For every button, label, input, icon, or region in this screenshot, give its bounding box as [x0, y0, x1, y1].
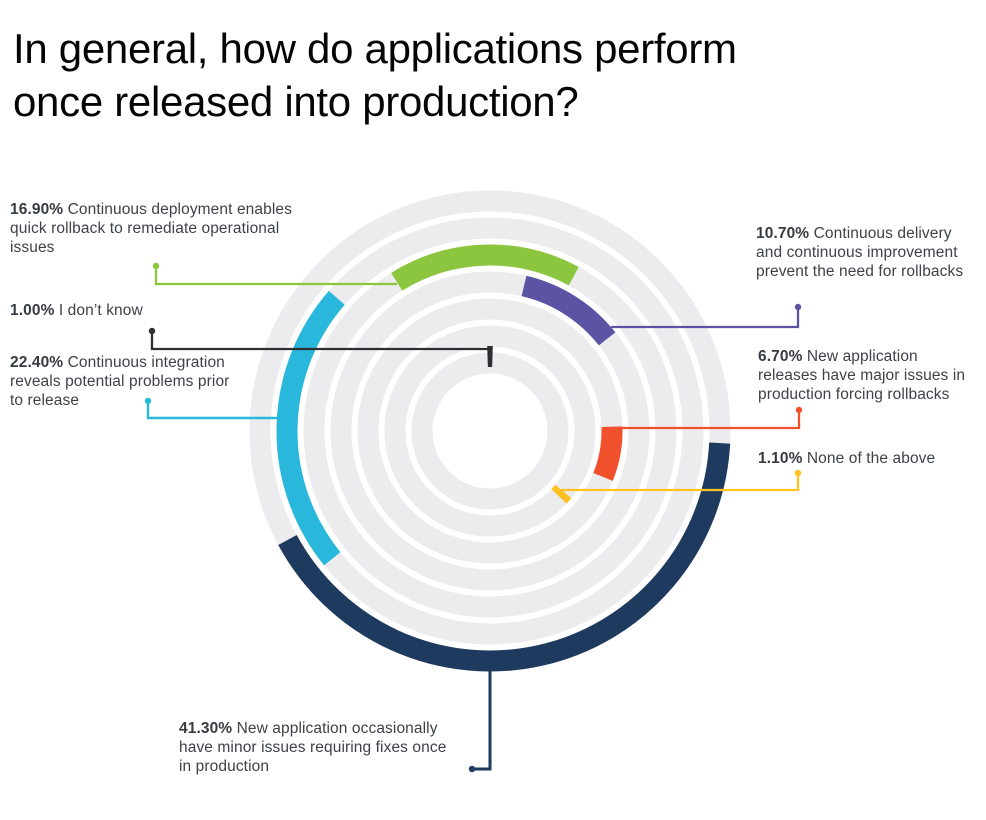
connector-continuous-deployment — [154, 266, 397, 286]
connector-dot-none-of-the-above — [794, 469, 802, 477]
connector-dot-major-issues-rollbacks — [795, 406, 803, 414]
connector-dot-minor-issues-fixes — [468, 765, 476, 773]
segment-arc-major-issues-rollbacks — [593, 426, 623, 481]
label-dont-know: 1.00% I don’t know — [10, 302, 143, 319]
pct-continuous-deployment: 16.90% — [10, 201, 64, 218]
connector-minor-issues-fixes — [472, 671, 492, 771]
segment-arc-continuous-delivery — [521, 275, 616, 346]
track-ring-5 — [384, 325, 596, 537]
pct-continuous-integration: 22.40% — [10, 354, 64, 371]
track-ring-6 — [411, 352, 569, 510]
pct-dont-know: 1.00% — [10, 302, 55, 319]
segment-arc-minor-issues-fixes — [278, 442, 731, 672]
label-none-of-the-above: 1.10% None of the above — [758, 450, 936, 467]
connector-major-issues-rollbacks — [603, 410, 801, 430]
track-ring-3 — [330, 271, 650, 591]
pct-continuous-delivery: 10.70% — [756, 225, 810, 242]
connector-continuous-delivery — [611, 307, 800, 329]
connector-dot-dont-know — [148, 327, 156, 335]
pct-minor-issues-fixes: 41.30% — [179, 720, 233, 737]
connector-dont-know — [150, 331, 489, 351]
pct-none-of-the-above: 1.10% — [758, 450, 803, 467]
segment-arc-continuous-integration — [276, 290, 345, 566]
segment-arc-continuous-deployment — [391, 244, 579, 291]
connector-dot-continuous-integration — [144, 397, 152, 405]
connector-dot-continuous-delivery — [794, 303, 802, 311]
connector-none-of-the-above — [561, 473, 800, 492]
segment-arc-none-of-the-above — [551, 484, 572, 504]
pct-major-issues-rollbacks: 6.70% — [758, 348, 803, 365]
connector-continuous-integration — [146, 401, 293, 420]
connector-dot-continuous-deployment — [152, 262, 160, 270]
